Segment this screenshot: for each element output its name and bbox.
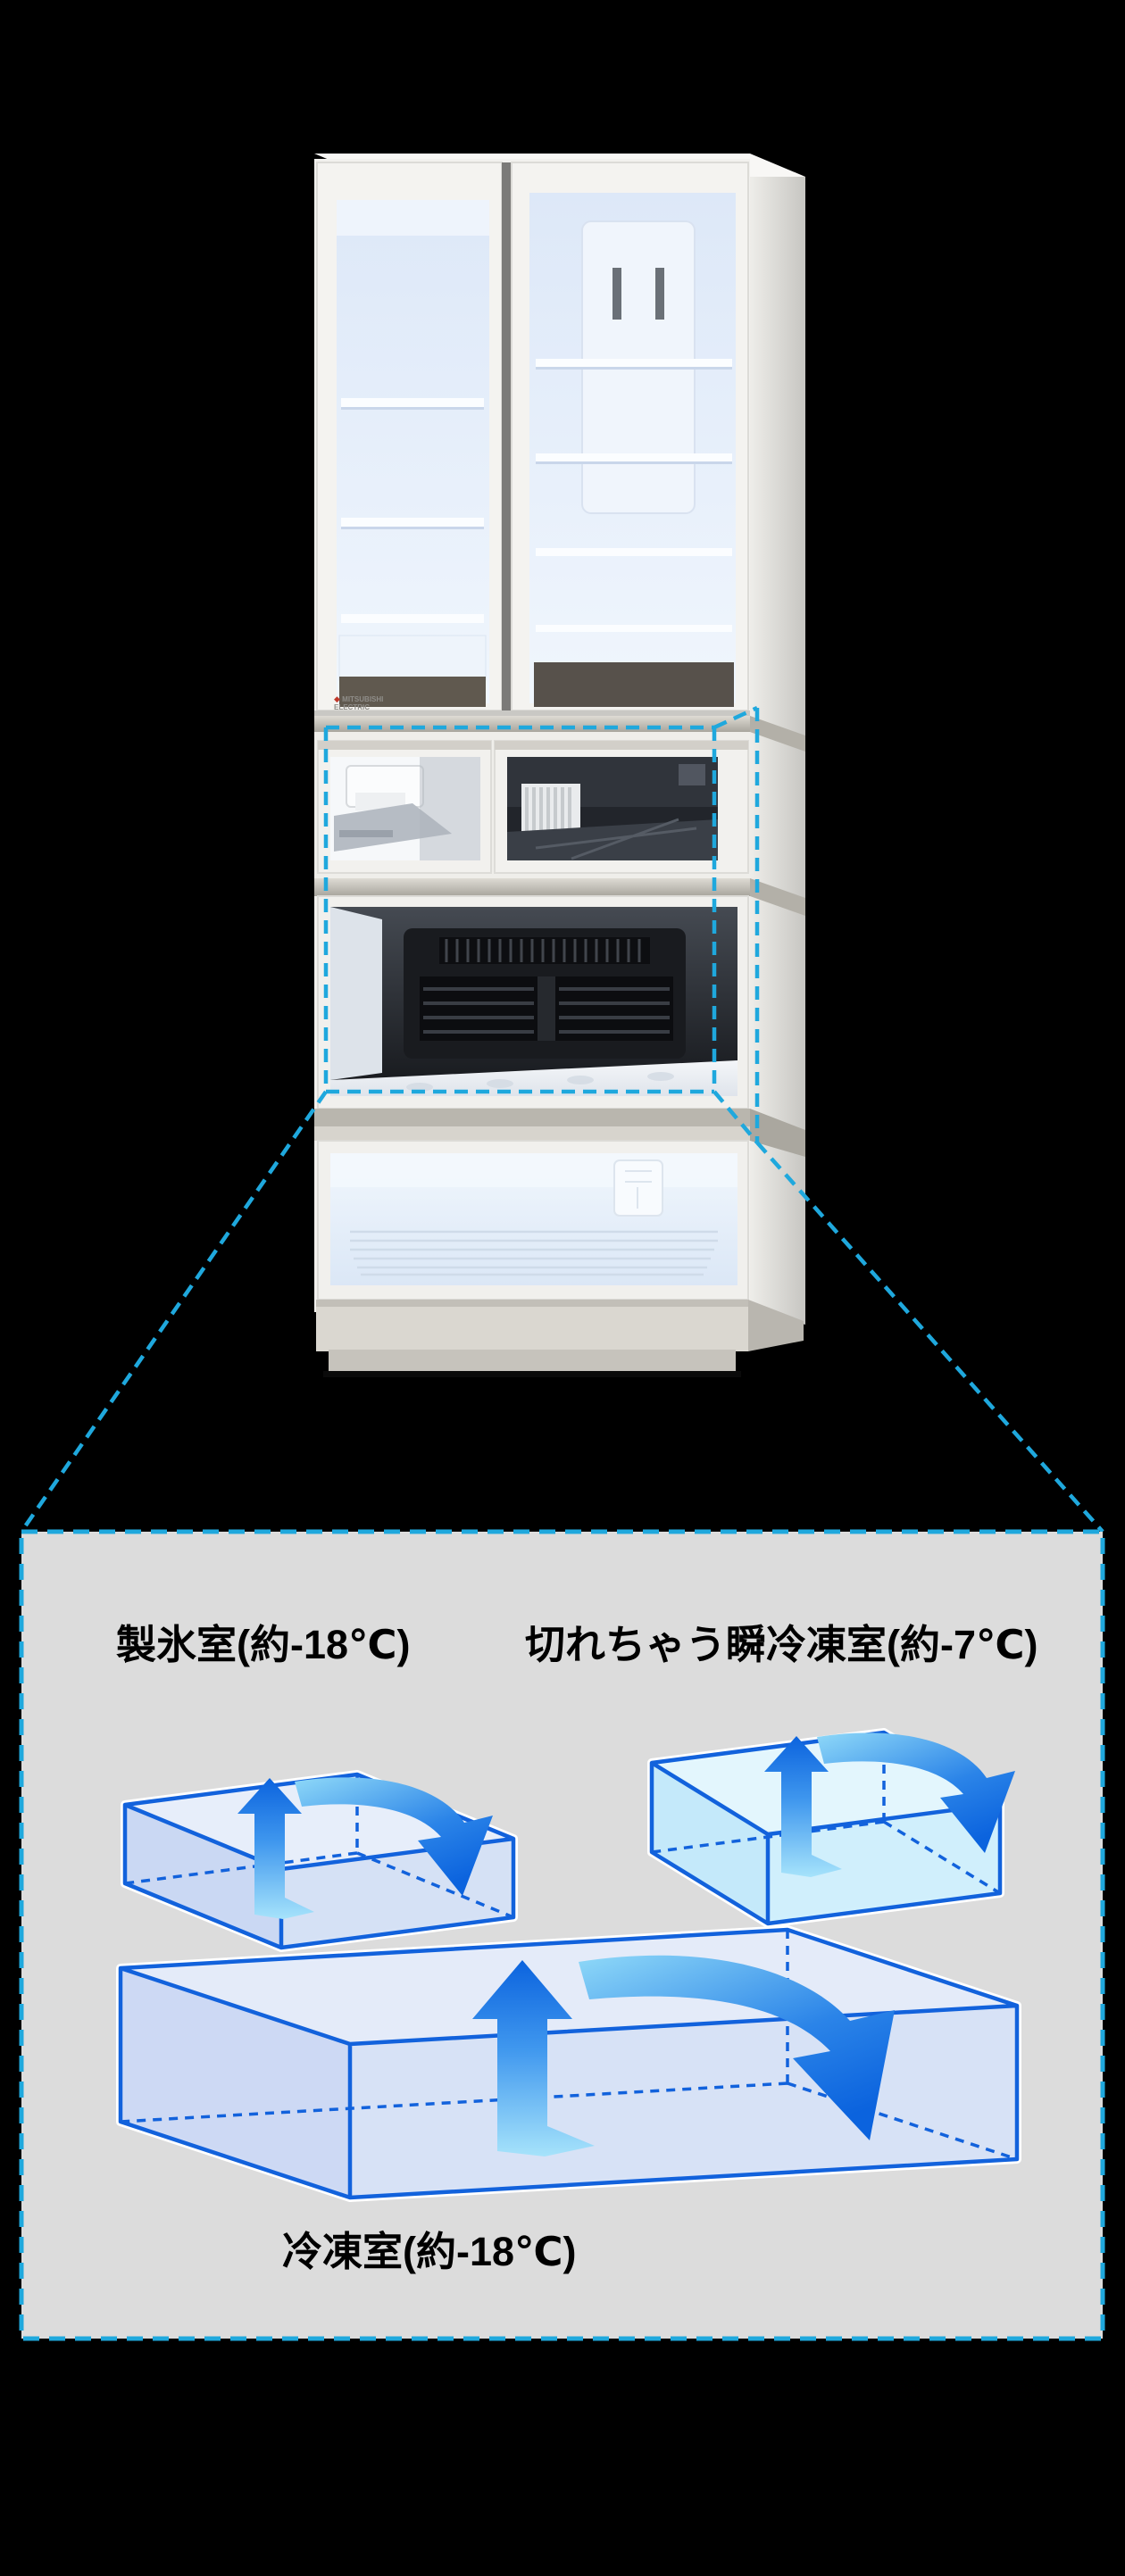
door-gap bbox=[502, 162, 512, 710]
label-ice-room: 製氷室(約-18℃) bbox=[116, 1622, 411, 1667]
box-ice-room bbox=[121, 1770, 518, 1952]
panel-background bbox=[19, 1529, 1105, 2341]
brand-logo-text: MITSUBISHI ELECTRIC bbox=[334, 695, 384, 712]
down-arrow-ice bbox=[295, 1777, 493, 1896]
three-diamond-icon: ◆ bbox=[334, 694, 340, 703]
right-door-dark-bin bbox=[534, 662, 734, 707]
connector-right bbox=[755, 1141, 1104, 1533]
vegetable-drawer bbox=[317, 1140, 749, 1300]
left-door-dark-bin bbox=[339, 677, 486, 707]
dashed-box-depth bbox=[712, 705, 760, 1144]
freezer-drawer bbox=[317, 895, 749, 1109]
ice-room-drawer bbox=[317, 740, 492, 874]
left-door bbox=[316, 162, 503, 711]
callout-dashed-lines bbox=[20, 705, 1104, 1533]
box-freezer bbox=[116, 1925, 1021, 2202]
brand-logo: ◆ MITSUBISHI ELECTRIC bbox=[334, 694, 396, 712]
fridge-photo bbox=[314, 154, 805, 1377]
instant-freezer-drawer bbox=[494, 740, 749, 874]
label-instant-freezer: 切れちゃう瞬冷凍室(約-7℃) bbox=[525, 1622, 1038, 1667]
trim-bar-3 bbox=[314, 1126, 750, 1141]
trim-bar-1 bbox=[314, 716, 750, 732]
diagram-panel bbox=[19, 1529, 1105, 2341]
trim-bar-2 bbox=[314, 878, 750, 896]
down-arrow-instant bbox=[817, 1733, 1015, 1853]
label-freezer: 冷凍室(約-18℃) bbox=[282, 2229, 577, 2274]
up-arrow-instant bbox=[764, 1736, 842, 1877]
left-door-window bbox=[337, 200, 489, 703]
fridge-side-panel bbox=[750, 170, 805, 1325]
connector-left bbox=[20, 1090, 328, 1533]
down-arrow-freezer bbox=[579, 1955, 895, 2140]
right-door bbox=[511, 162, 749, 711]
box-instant-freezer bbox=[647, 1728, 1015, 1928]
small-drawer-row bbox=[314, 732, 750, 878]
up-arrow-freezer bbox=[472, 1960, 595, 2156]
dashed-box-front bbox=[323, 725, 717, 1094]
fridge-base bbox=[316, 1300, 804, 1377]
up-arrow-ice bbox=[238, 1778, 314, 1919]
